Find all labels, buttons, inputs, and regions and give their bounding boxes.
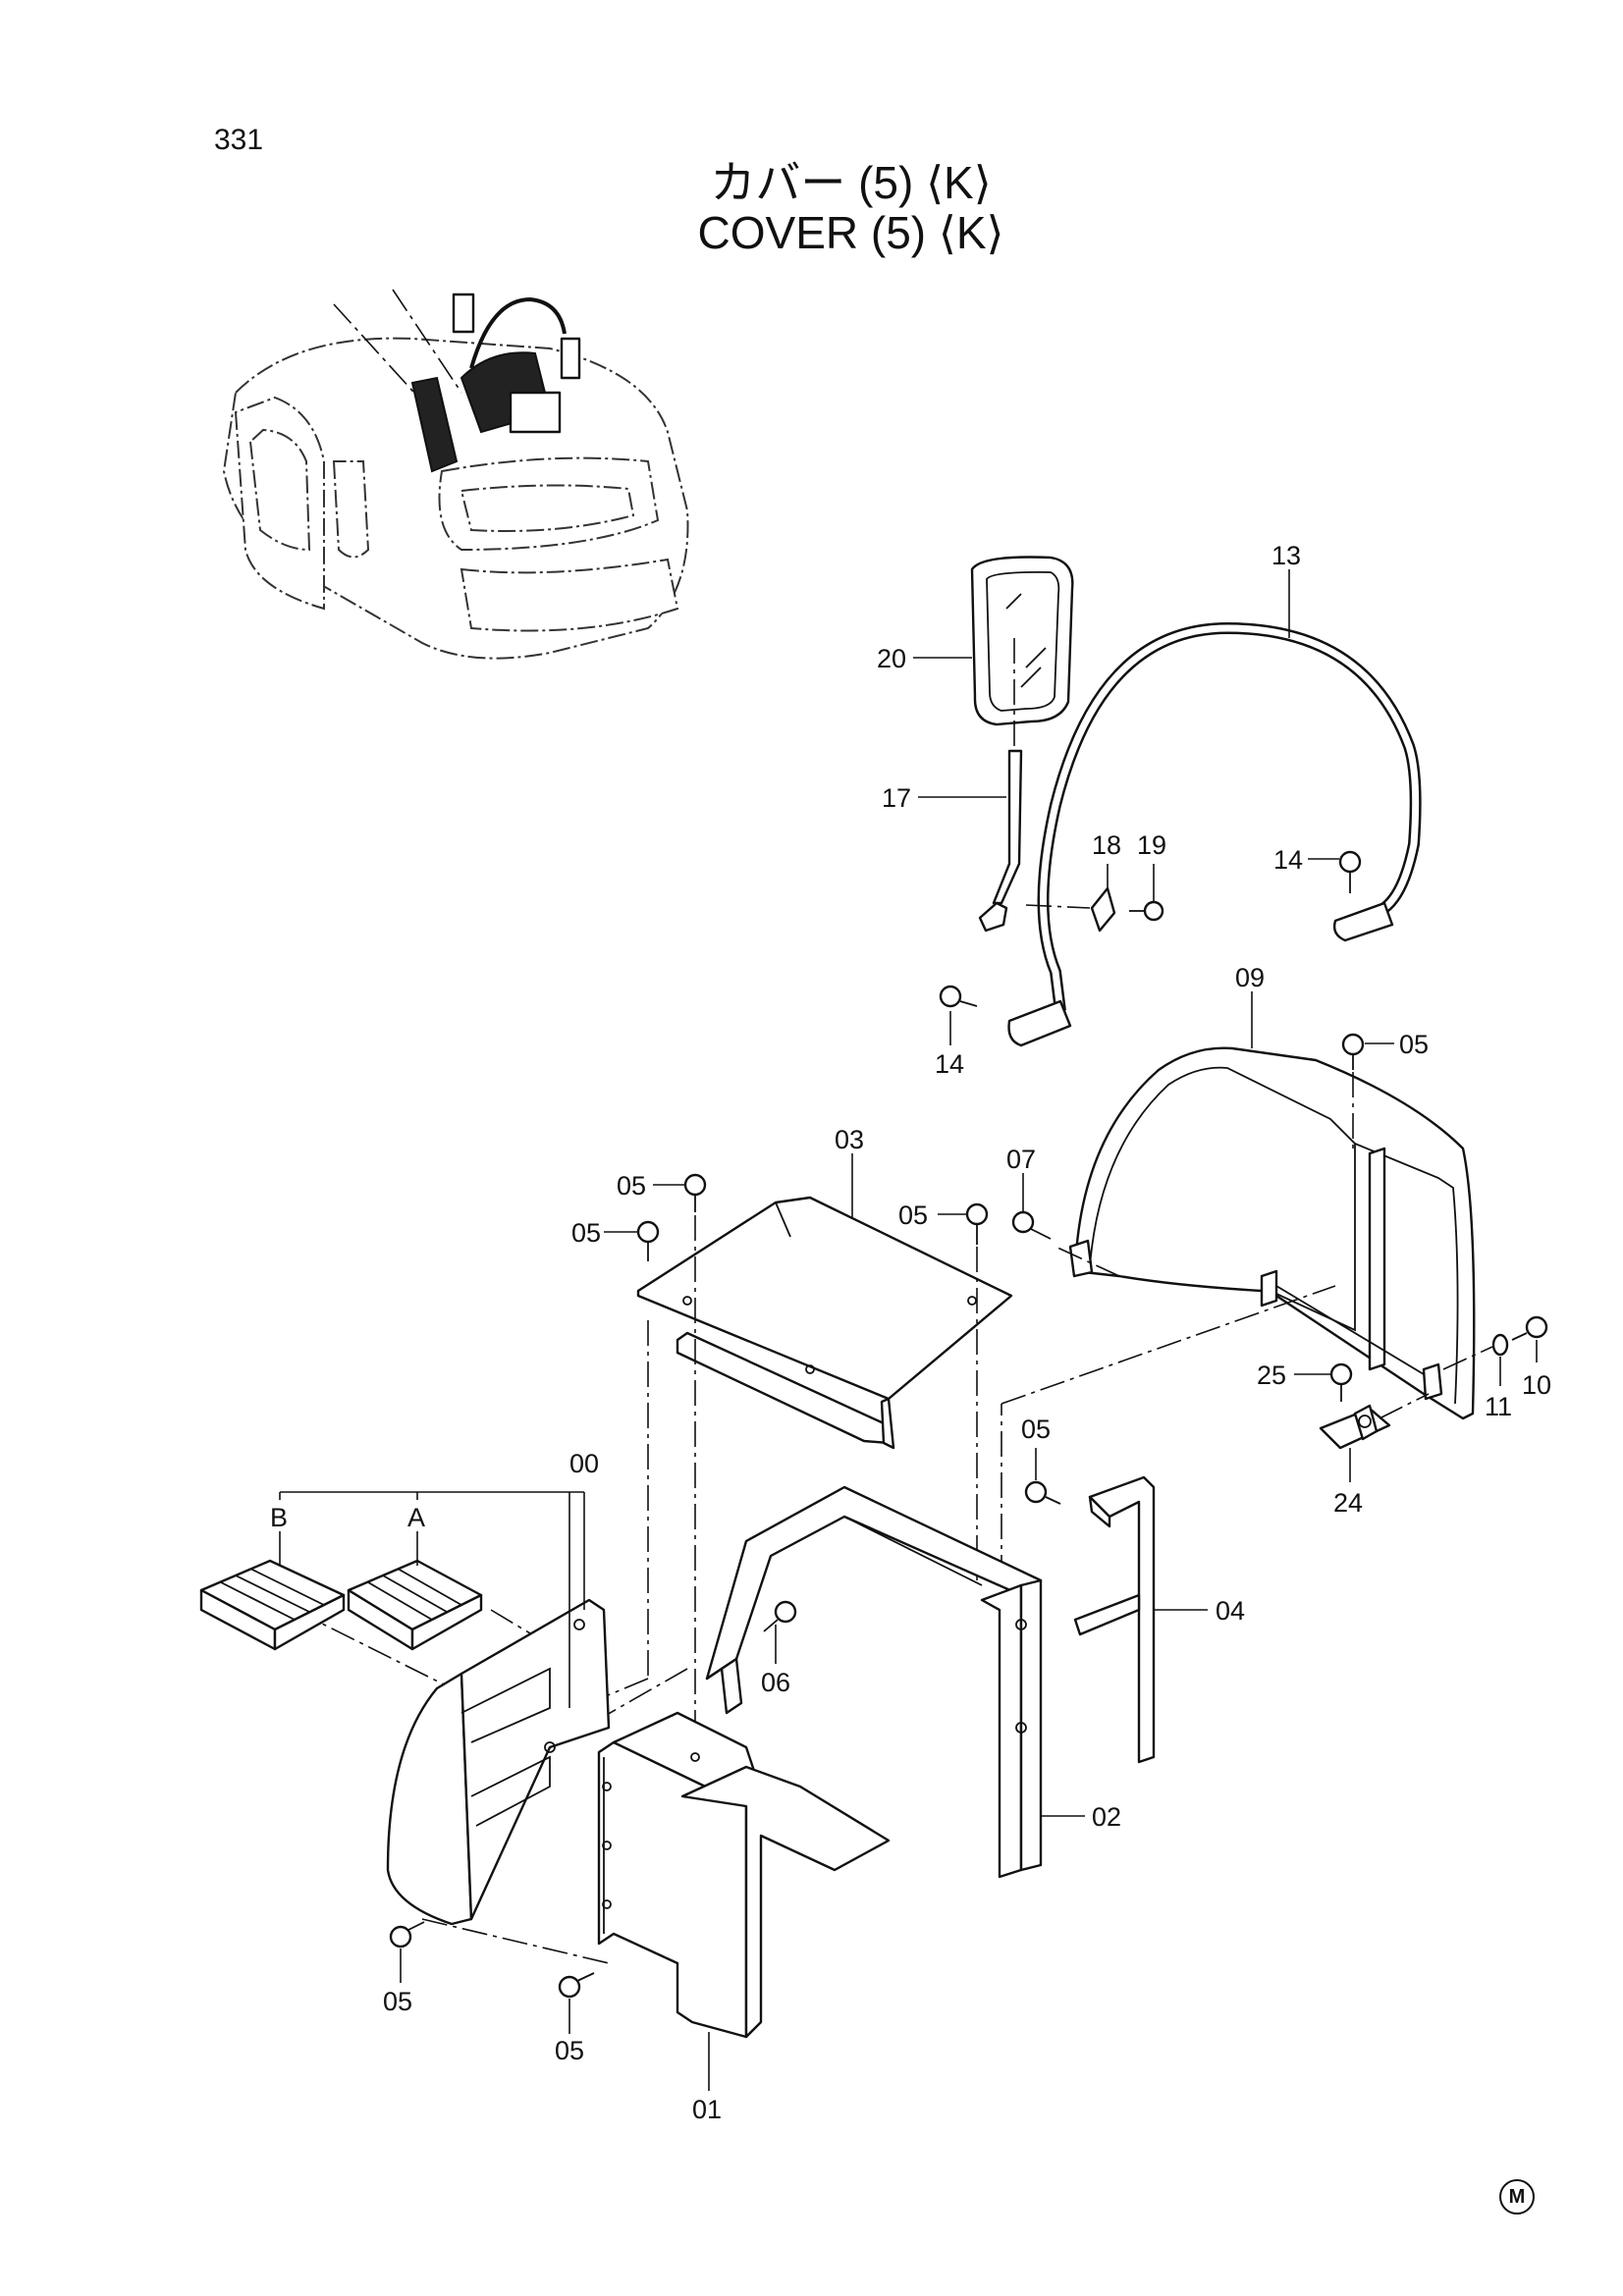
callout-05-plate-c: 05 <box>898 1201 928 1230</box>
washer-11 <box>1491 1333 1509 1357</box>
bracket-24 <box>1319 1404 1391 1450</box>
callout-24: 24 <box>1333 1488 1363 1518</box>
mirror-stay-17 <box>978 749 1023 933</box>
bolt-05-plate-a <box>683 1173 707 1212</box>
bolt-10 <box>1511 1315 1548 1341</box>
cover-01 <box>597 1711 891 2039</box>
bolt-05-cover-09 <box>1341 1033 1365 1070</box>
callout-04: 04 <box>1216 1596 1245 1626</box>
callout-25: 25 <box>1257 1361 1286 1390</box>
title-japanese: カバー (5) ⟨K⟩ <box>710 157 992 208</box>
callout-00: 00 <box>569 1449 599 1478</box>
bolt-05-plate-c <box>965 1202 989 1245</box>
bolt-25 <box>1329 1362 1353 1402</box>
bolt-14-left <box>939 985 978 1008</box>
bolt-14-right <box>1338 850 1362 893</box>
callout-05-cover-09: 05 <box>1399 1030 1429 1059</box>
mirror-20 <box>970 556 1074 756</box>
callout-B: B <box>270 1503 288 1532</box>
callout-05-bottom-right: 05 <box>555 2036 584 2065</box>
handrail-13 <box>1007 622 1422 1047</box>
plate-03 <box>636 1196 1013 1450</box>
callout-05-bottom-left: 05 <box>383 1987 412 2016</box>
callout-01: 01 <box>692 2095 722 2124</box>
bolt-05-bottom-right <box>558 1972 595 1999</box>
callout-07: 07 <box>1006 1145 1036 1174</box>
bolt-07 <box>1011 1210 1052 1240</box>
callout-10: 10 <box>1522 1370 1551 1400</box>
callout-09: 09 <box>1235 963 1265 992</box>
bolt-05-frame-02 <box>1024 1480 1061 1505</box>
callout-05-plate-b: 05 <box>571 1218 601 1248</box>
callout-A: A <box>407 1503 425 1532</box>
callout-14-left: 14 <box>935 1049 964 1079</box>
callout-05-plate-a: 05 <box>617 1171 646 1201</box>
callout-11: 11 <box>1485 1392 1512 1421</box>
callout-18: 18 <box>1092 830 1121 860</box>
callout-06: 06 <box>761 1668 790 1697</box>
bolt-05-bottom-left <box>389 1921 425 1949</box>
frame-02 <box>705 1485 1043 1879</box>
page-number: 331 <box>214 124 264 156</box>
callout-02: 02 <box>1092 1802 1121 1832</box>
step-b <box>199 1559 346 1651</box>
callout-17: 17 <box>882 783 911 813</box>
machine-locator-illustration <box>222 289 689 660</box>
bolt-05-plate-b <box>636 1220 660 1261</box>
cover-09 <box>1068 1046 1476 1420</box>
corner-mark: M <box>1499 2179 1535 2215</box>
bracket-18 <box>1090 886 1116 933</box>
callout-13: 13 <box>1271 541 1301 570</box>
bolt-19 <box>1129 900 1164 922</box>
callout-labels: 13 20 17 18 19 14 14 09 05 03 05 05 05 0… <box>270 541 1551 2124</box>
title-english: COVER (5) ⟨K⟩ <box>697 207 1004 258</box>
callout-03: 03 <box>835 1125 864 1154</box>
callout-20: 20 <box>877 644 906 673</box>
bolt-06 <box>763 1600 797 1632</box>
callout-05-frame-02: 05 <box>1021 1415 1051 1444</box>
step-bracket-00 <box>386 1598 611 1926</box>
callout-14-right: 14 <box>1273 845 1303 875</box>
step-a <box>347 1559 483 1651</box>
callout-19: 19 <box>1137 830 1166 860</box>
bracket-04 <box>1073 1475 1156 1764</box>
leader-lines <box>279 569 1538 2091</box>
